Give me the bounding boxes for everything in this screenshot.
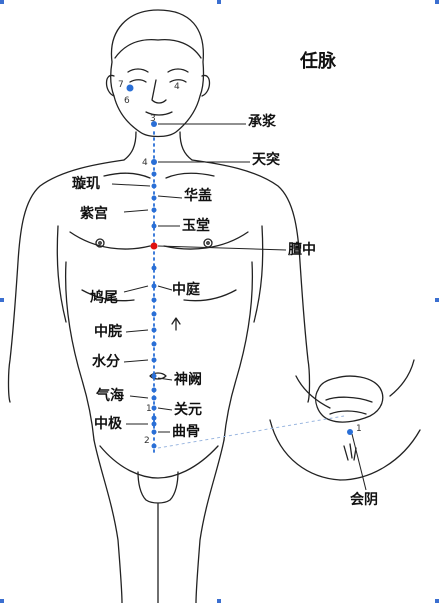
label-qugu: 曲骨	[172, 424, 200, 440]
hairline	[114, 38, 202, 59]
label-guanyuan: 关元	[174, 402, 202, 418]
numeral-4-face: 4	[174, 82, 180, 92]
label-qihai: 气海	[96, 388, 124, 404]
label-huagai: 华盖	[184, 188, 212, 204]
label-danzhong: 膻中	[288, 242, 316, 258]
frame-handle[interactable]	[435, 0, 439, 4]
numeral-2: 2	[144, 436, 150, 446]
perineum-inset	[269, 359, 421, 481]
torso-left	[65, 261, 95, 441]
numeral-1-perineum: 1	[356, 424, 362, 434]
left-ear	[105, 74, 115, 97]
label-zhongji: 中极	[94, 416, 122, 432]
meridian-title: 任脉	[300, 51, 336, 72]
left-shoulder-arm	[7, 159, 125, 403]
label-yutang: 玉堂	[182, 218, 210, 234]
label-jiuwei: 鸠尾	[90, 290, 118, 306]
right-shoulder-arm	[191, 159, 311, 403]
neck-outline	[123, 131, 137, 161]
label-zigong: 紫宫	[80, 206, 108, 222]
label-xuanji: 璇玑	[72, 176, 100, 192]
numeral-7: 7	[118, 80, 124, 90]
label-zhongting: 中庭	[172, 282, 200, 298]
label-zhongwan: 中脘	[94, 324, 122, 340]
frame-handle[interactable]	[0, 599, 4, 603]
frame-handle[interactable]	[217, 599, 221, 603]
label-shuifen: 水分	[92, 354, 120, 370]
numeral-4-neck: 4	[142, 158, 148, 168]
frame-handle[interactable]	[0, 298, 4, 302]
frame-handle[interactable]	[435, 298, 439, 302]
torso-right	[223, 261, 253, 441]
label-tiantu: 天突	[252, 152, 280, 168]
acupoints	[126, 84, 353, 449]
danzhong-point	[150, 242, 158, 250]
right-ear	[201, 74, 211, 97]
label-shenque: 神阙	[174, 372, 202, 388]
frame-handle[interactable]	[217, 0, 221, 4]
label-chengjiang: 承浆	[248, 114, 276, 130]
label-huiyin: 会阴	[350, 492, 378, 508]
frame-handle[interactable]	[0, 0, 4, 4]
head-outline	[110, 9, 205, 138]
numeral-3: 3	[150, 114, 156, 124]
numeral-1: 1	[146, 404, 152, 414]
frame-handle[interactable]	[435, 599, 439, 603]
numeral-6: 6	[124, 96, 130, 106]
